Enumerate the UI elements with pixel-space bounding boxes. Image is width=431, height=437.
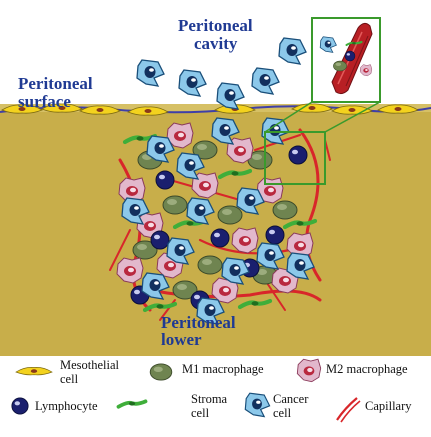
legend-cancer-icon [244,392,271,418]
legend-cancer-label-line1: Cancer [273,392,309,406]
legend-icons [11,358,361,423]
legend-stroma-label-line1: Stroma [191,392,228,406]
surface-label-line1: Peritoneal [18,74,93,93]
legend-capillary-label: Capillary [365,399,412,413]
legend-m2-label: M2 macrophage [326,362,408,376]
lower-label-line2: lower [161,330,202,349]
legend-stroma-label-line2: cell [191,406,210,420]
legend-lymphocyte-icon [11,397,29,415]
legend-mesothelial-icon [15,366,53,376]
legend-m1-icon [149,363,173,381]
legend-m1-label: M1 macrophage [182,362,264,376]
lower-label-line1: Peritoneal [161,313,236,332]
legend-mesothelial-label-line2: cell [60,372,79,386]
legend-cancer-label-line2: cell [273,406,292,420]
cavity-label-line2: cavity [194,34,238,53]
capillary-inset [311,17,381,103]
legend-stroma-icon [116,399,148,409]
legend-mesothelial-label-line1: Mesothelial [60,358,120,372]
mesothelial-layer [0,103,431,116]
legend-capillary-icon [336,397,361,423]
tissue-highlight [0,104,431,112]
cavity-label-line1: Peritoneal [178,16,253,35]
surface-label-line2: surface [18,92,71,111]
zoom-indicator [264,101,381,185]
legend-lymphocyte-label: Lymphocyte [35,399,98,413]
legend-m2-icon [296,358,322,383]
